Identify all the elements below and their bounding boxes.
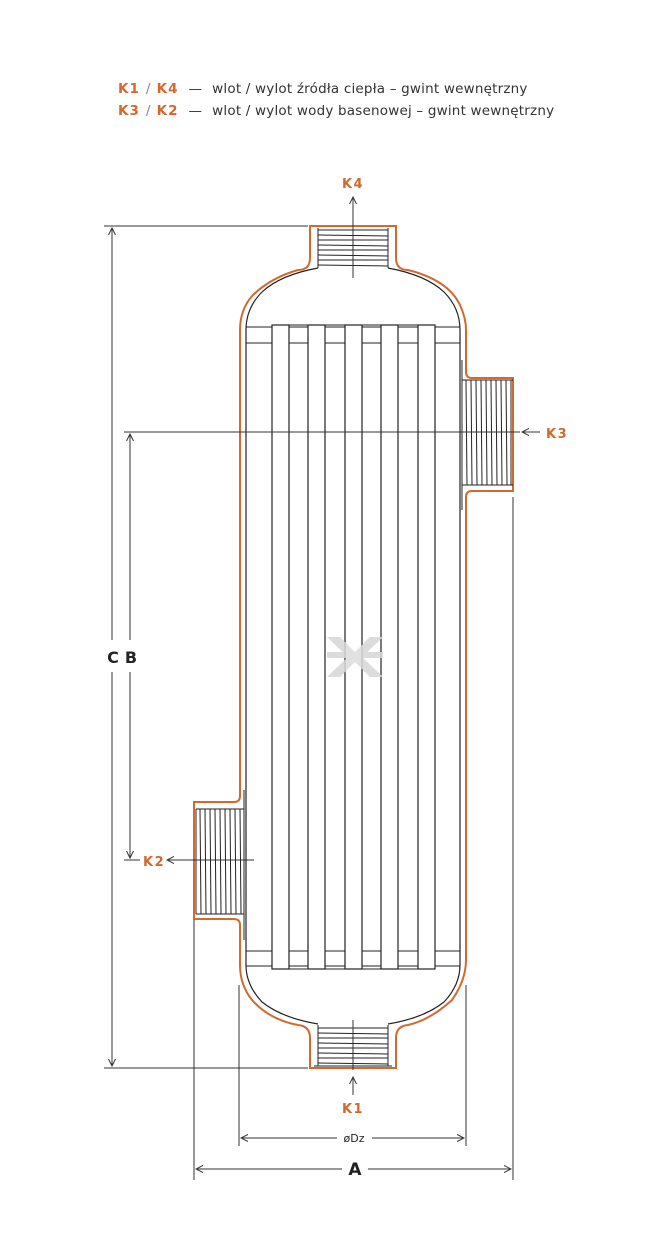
port-code: K4 bbox=[156, 81, 179, 97]
port-code: K1 bbox=[118, 81, 140, 97]
label-k2: K2 bbox=[143, 855, 165, 870]
tube bbox=[307, 324, 326, 970]
legend-row-pool-water: K3/K2—wlot / wylot wody basenowej – gwin… bbox=[118, 103, 555, 119]
tubes bbox=[271, 324, 436, 970]
port-code: K3 bbox=[118, 103, 140, 119]
label-k3: K3 bbox=[546, 427, 568, 442]
dim-b-label: B bbox=[125, 648, 137, 667]
legend-row-heat-source: K1/K4—wlot / wylot źródła ciepła – gwint… bbox=[118, 81, 528, 97]
dim-dz-label: øDz bbox=[344, 1132, 365, 1145]
legend-text: wlot / wylot wody basenowej – gwint wewn… bbox=[212, 103, 555, 119]
inner-shell bbox=[245, 267, 461, 1025]
legend: K1/K4—wlot / wylot źródła ciepła – gwint… bbox=[118, 78, 554, 122]
dim-a-label: A bbox=[348, 1160, 362, 1180]
tube bbox=[417, 324, 436, 970]
port-code: K2 bbox=[156, 103, 179, 119]
dim-c-label: C bbox=[107, 648, 119, 667]
port-k3-thread bbox=[461, 360, 513, 510]
legend-text: wlot / wylot źródła ciepła – gwint wewnę… bbox=[212, 81, 528, 97]
shell-outline bbox=[193, 225, 514, 1069]
port-k2-thread bbox=[195, 790, 245, 940]
tube bbox=[271, 324, 290, 970]
label-k4: K4 bbox=[342, 177, 364, 192]
label-k1: K1 bbox=[342, 1102, 364, 1117]
tube bbox=[380, 324, 399, 970]
